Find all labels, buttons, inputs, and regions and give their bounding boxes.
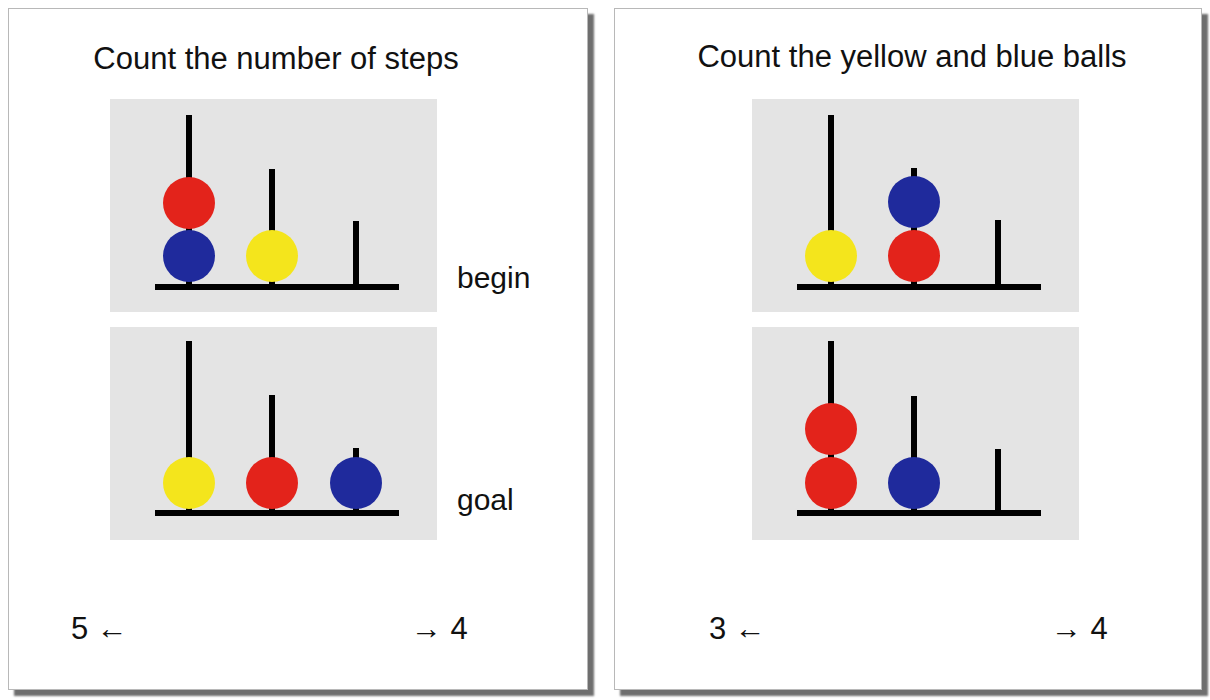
task-panel: Count the number of steps 5 ← → 4 xyxy=(8,8,588,690)
lower-state xyxy=(752,327,1079,540)
task-title: Count the number of steps xyxy=(93,41,458,77)
left-answer: 5 ← xyxy=(71,611,128,647)
state-label: begin xyxy=(457,260,530,296)
panel-ground xyxy=(614,8,1202,690)
begin-state xyxy=(110,99,437,312)
right-answer: → 4 xyxy=(411,611,468,647)
state-label: goal xyxy=(457,482,514,518)
panel-ground xyxy=(8,8,588,690)
right-answer: → 4 xyxy=(1051,611,1108,647)
left-answer: 3 ← xyxy=(709,611,766,647)
task-panel: Count the yellow and blue balls 3 ← → 4 xyxy=(614,8,1202,690)
task-title: Count the yellow and blue balls xyxy=(697,39,1126,75)
goal-state xyxy=(110,327,437,540)
upper-state xyxy=(752,99,1079,312)
